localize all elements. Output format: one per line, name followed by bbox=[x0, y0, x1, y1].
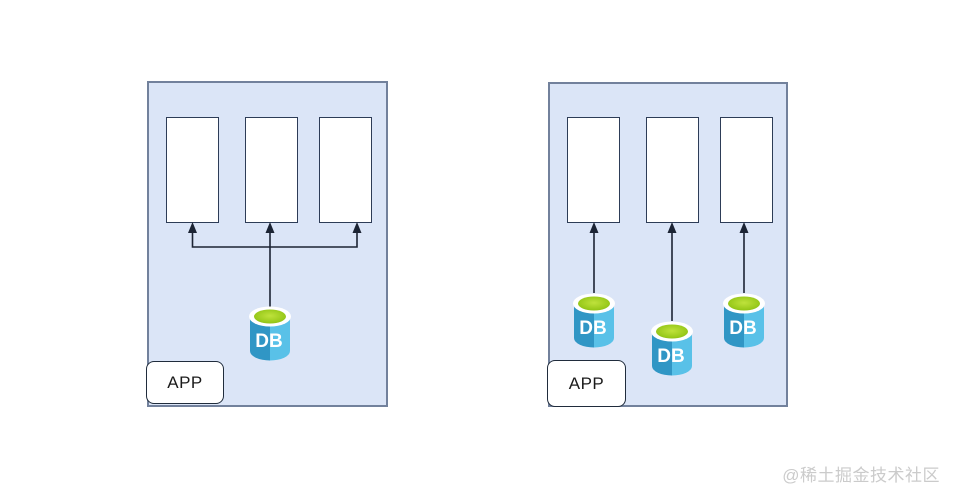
arrowhead-icon bbox=[188, 222, 197, 233]
database-icon: DB bbox=[573, 293, 615, 348]
arrowhead-icon bbox=[589, 222, 599, 233]
arrowhead-icon bbox=[265, 222, 275, 233]
service-box bbox=[720, 117, 773, 223]
arrowhead-icon bbox=[667, 222, 677, 233]
shared-db-arrow-connector bbox=[188, 222, 362, 307]
db-label: DB bbox=[657, 346, 684, 367]
db-label: DB bbox=[729, 318, 756, 339]
service-box bbox=[567, 117, 620, 223]
per-service-arrow-connector bbox=[589, 222, 749, 321]
database-per-service-panel: DB DB DB bbox=[548, 82, 788, 407]
app-label: APP bbox=[568, 373, 605, 393]
db-label: DB bbox=[255, 331, 282, 352]
service-box bbox=[245, 117, 298, 223]
watermark: @稀土掘金技术社区 bbox=[782, 466, 940, 485]
db-label: DB bbox=[579, 318, 606, 339]
database-icon: DB bbox=[723, 293, 765, 348]
service-box bbox=[646, 117, 699, 223]
arrowhead-icon bbox=[739, 222, 749, 233]
app-label-box: APP bbox=[146, 361, 224, 404]
service-box bbox=[166, 117, 219, 223]
shared-database-panel: DB bbox=[147, 81, 388, 407]
app-label: APP bbox=[167, 372, 203, 392]
service-box bbox=[319, 117, 372, 223]
app-label-box: APP bbox=[547, 360, 626, 407]
arrowhead-icon bbox=[352, 222, 362, 233]
database-icon: DB bbox=[249, 306, 291, 361]
database-icon: DB bbox=[651, 321, 693, 376]
